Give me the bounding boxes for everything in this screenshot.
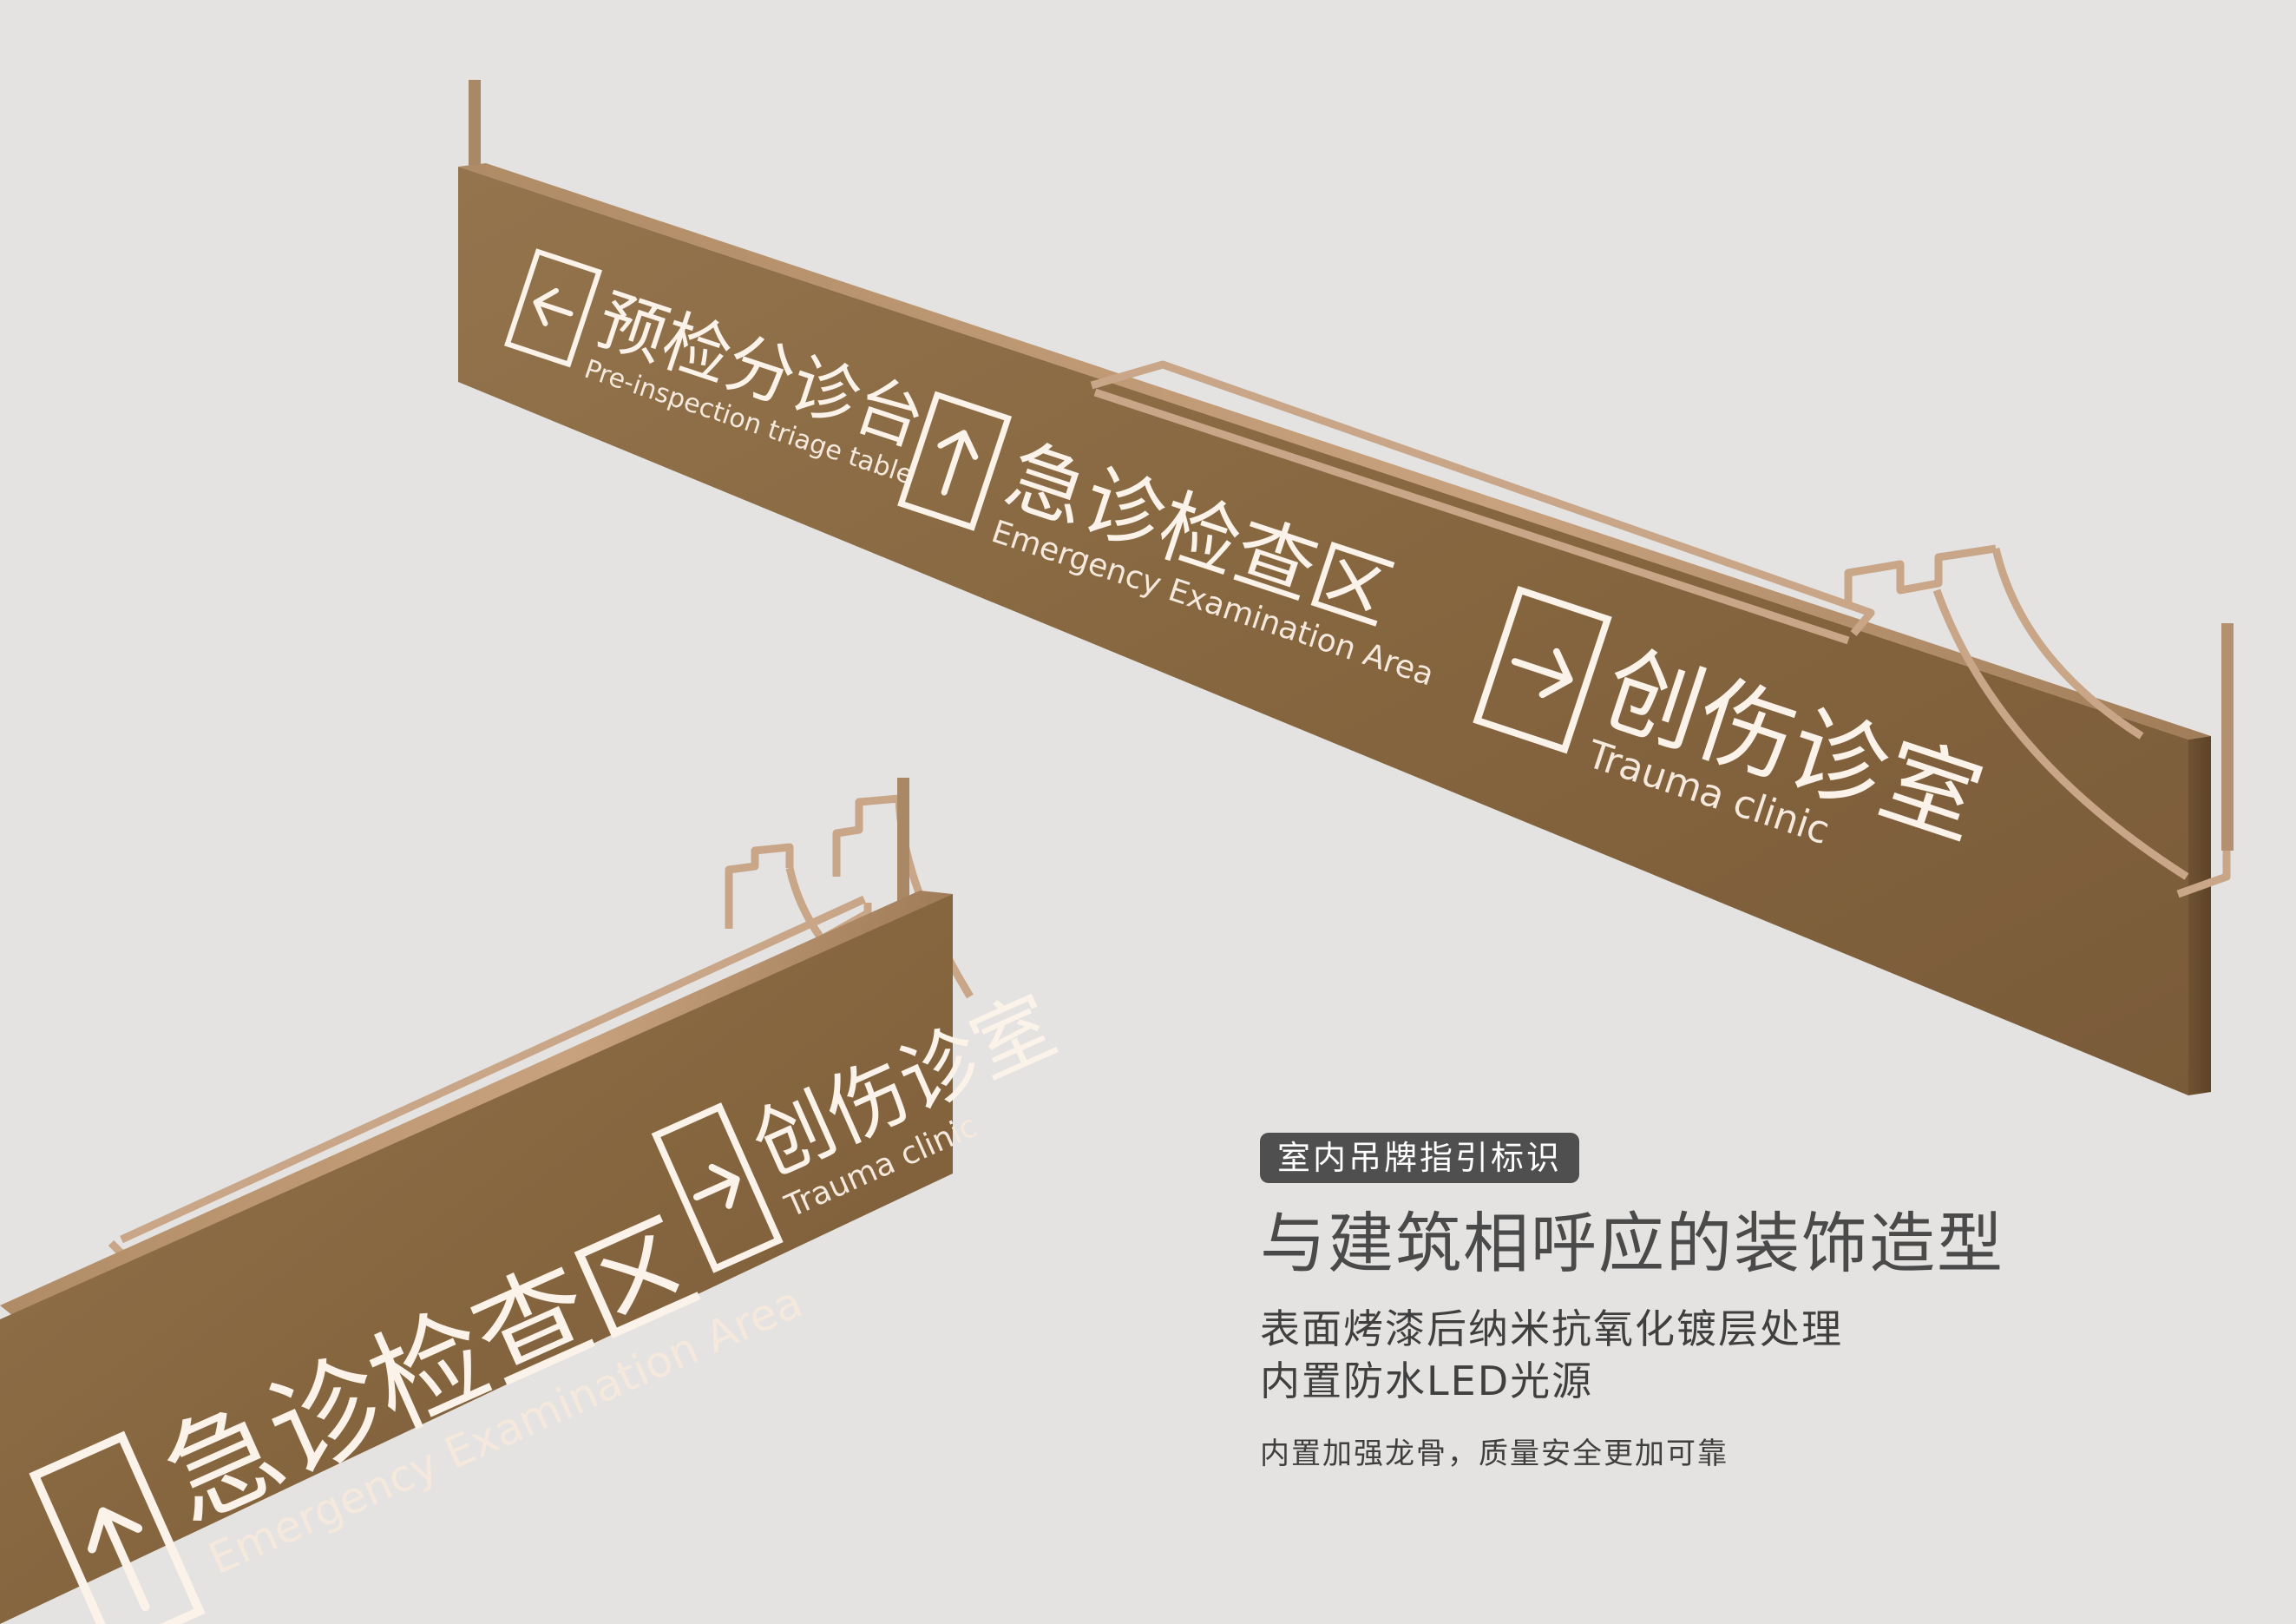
arrow-box xyxy=(504,248,603,368)
left-arrow-icon xyxy=(533,287,574,326)
arrow-box xyxy=(1473,585,1612,754)
up-arrow-icon xyxy=(88,1507,150,1612)
feature-note: 内置加强龙骨，质量安全更加可靠 xyxy=(1260,1437,1729,1471)
feature-line: 表面烤漆后纳米抗氧化镀层处理 xyxy=(1260,1305,1843,1352)
description-block: 室内吊牌指引标识 与建筑相呼应的装饰造型 表面烤漆后纳米抗氧化镀层处理 内置防水… xyxy=(1260,1133,2214,1473)
right-arrow-icon xyxy=(1511,648,1573,699)
upper-hanging-sign: 预检分诊台 Pre-inspection triage table 急诊检查区 … xyxy=(458,80,2234,1095)
sign-front-face xyxy=(458,167,2188,1095)
hanging-rod xyxy=(897,778,909,908)
headline: 与建筑相呼应的装饰造型 xyxy=(1260,1205,2004,1282)
up-arrow-icon xyxy=(937,430,979,496)
sign-top-surface xyxy=(0,891,953,1319)
arrow-box xyxy=(29,1430,206,1624)
decorative-frame xyxy=(1090,360,2231,898)
sign-top-surface xyxy=(458,163,2211,740)
category-tag: 室内吊牌指引标识 xyxy=(1260,1133,1580,1183)
hanging-rod xyxy=(2221,623,2234,851)
lower-hanging-sign: 创伤诊室 Trauma clinic 急诊检查区 Emergency Exami… xyxy=(0,778,1069,1624)
arrow-box xyxy=(651,1102,784,1273)
sign-end-face xyxy=(2188,736,2211,1095)
arrow-box xyxy=(897,391,1013,531)
sign-front-face xyxy=(0,894,953,1624)
hanging-rod xyxy=(469,80,481,168)
right-arrow-icon xyxy=(692,1163,740,1209)
feature-line: 内置防水LED光源 xyxy=(1260,1358,1594,1404)
